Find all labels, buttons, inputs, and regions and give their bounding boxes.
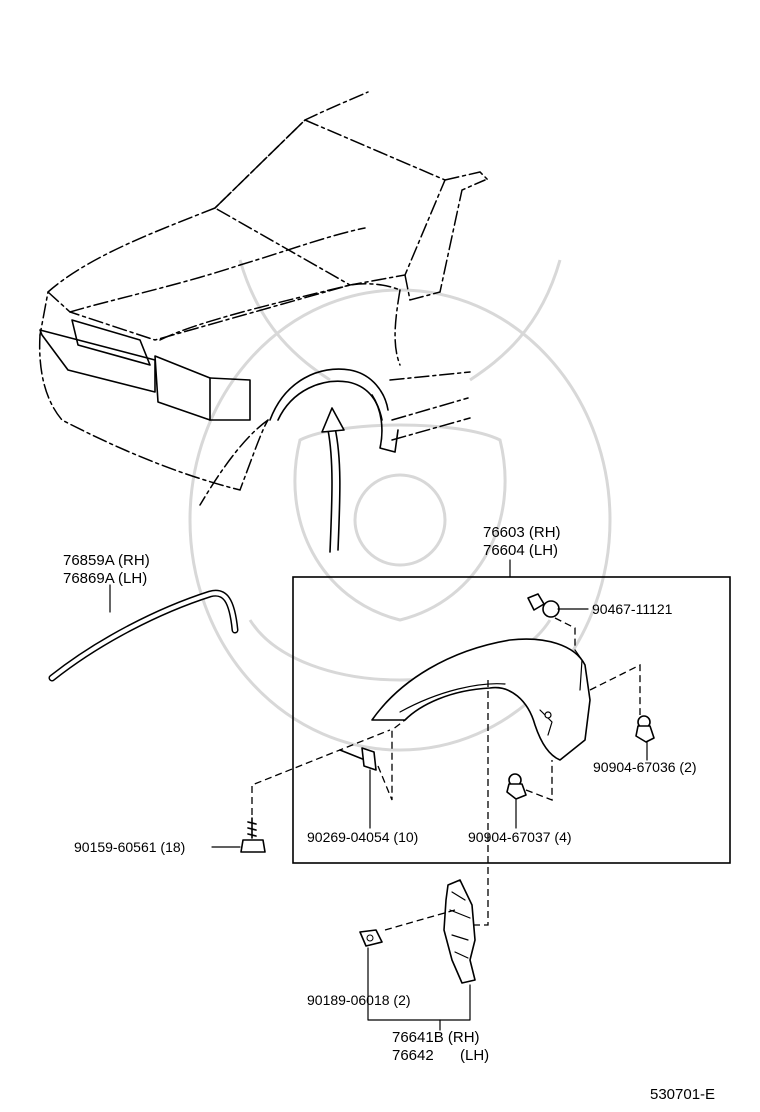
mudguard-lh-number: 76642 — [392, 1047, 434, 1064]
rivet-label: 90269-04054 (10) — [307, 829, 418, 845]
mud-guard — [443, 879, 476, 984]
rivet-icon — [339, 747, 377, 771]
moulding-rh-label: 76859A (RH) — [63, 552, 150, 569]
moulding-lh-label: 76869A (LH) — [63, 570, 147, 587]
bolt-icon — [240, 817, 266, 853]
mudguard-lh-side: (LH) — [460, 1047, 489, 1064]
fender-flare — [371, 638, 591, 761]
flare-assy-rh-label: 76603 (RH) — [483, 524, 561, 541]
nut-label: 90189-06018 (2) — [307, 992, 411, 1008]
nut-icon — [359, 929, 383, 947]
bolt-label: 90159-60561 (18) — [74, 839, 185, 855]
diagram-code: 530701-E — [650, 1086, 715, 1103]
clip-right-label: 90904-67036 (2) — [593, 759, 697, 775]
clip-bottom-label: 90904-67037 (4) — [468, 829, 572, 845]
clip-right-icon — [635, 715, 655, 743]
clip-bottom-icon — [506, 773, 527, 800]
flare-assy-frame — [292, 576, 731, 864]
screw-top-icon — [527, 593, 560, 618]
vehicle-outline — [38, 91, 489, 506]
location-arrow — [321, 407, 345, 553]
mudguard-rh-label: 76641B (RH) — [392, 1029, 480, 1046]
screw-top-label: 90467-11121 — [592, 601, 673, 617]
flare-assy-lh-label: 76604 (LH) — [483, 542, 558, 559]
moulding-strip — [48, 589, 239, 682]
